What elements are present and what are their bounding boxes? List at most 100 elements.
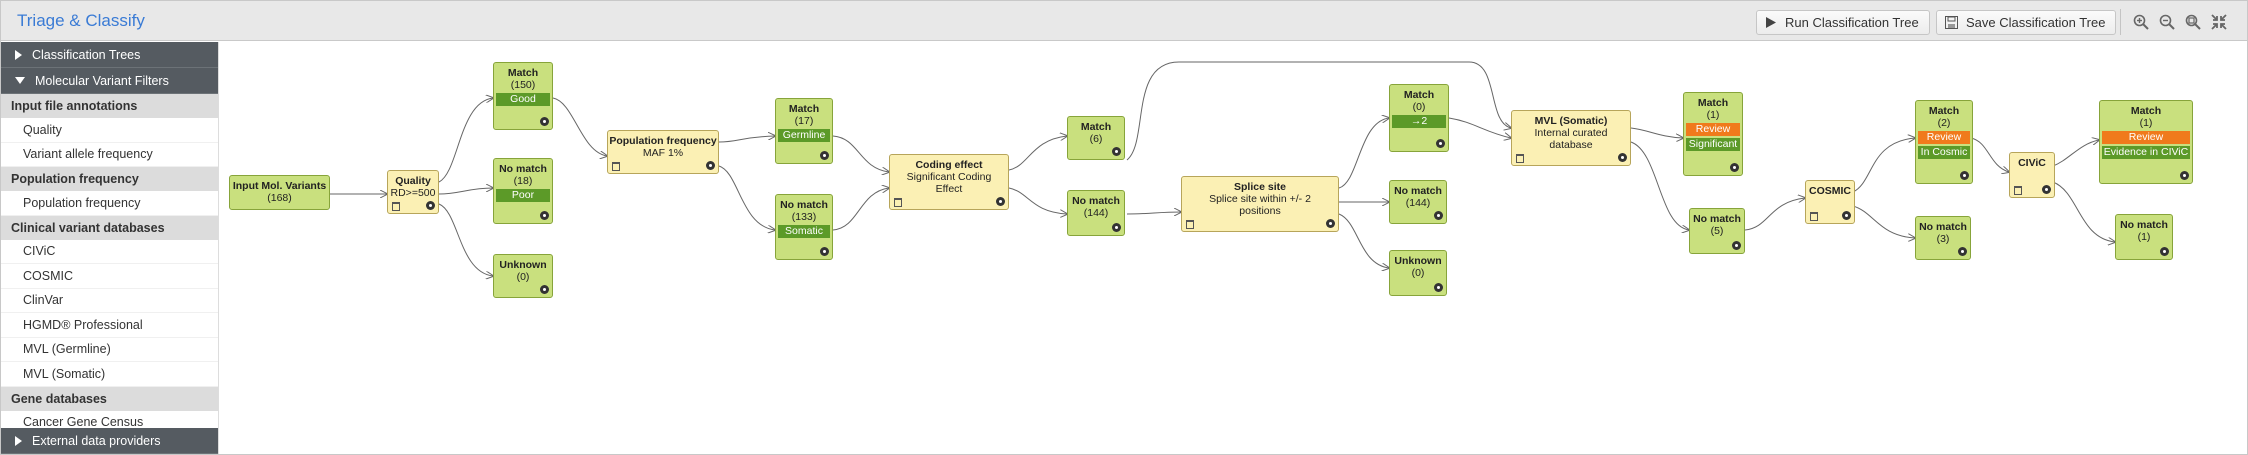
zoom-out-icon[interactable] [2157, 12, 2177, 32]
node-count: (133) [791, 211, 817, 223]
node-count: (0) [1411, 267, 1425, 279]
gear-icon[interactable] [1436, 139, 1445, 148]
edge [2052, 181, 2115, 242]
gear-icon[interactable] [426, 201, 435, 210]
node-coding-effect-filter[interactable]: Coding effect Significant Coding Effect [889, 154, 1009, 210]
gear-icon[interactable] [1960, 171, 1969, 180]
trash-icon[interactable] [1516, 154, 1524, 163]
edge [438, 98, 493, 183]
node-civic-filter[interactable]: CIViC [2009, 152, 2055, 198]
classification-tree-canvas[interactable]: Input Mol. Variants (168) Quality RD>=50… [219, 42, 2247, 454]
sidebar-item-clinvar[interactable]: ClinVar [1, 289, 218, 313]
edge [1338, 213, 1389, 268]
node-population-frequency-filter[interactable]: Population frequency MAF 1% [607, 130, 719, 174]
accordion-external-data-providers[interactable]: External data providers [1, 428, 218, 454]
save-classification-tree-button[interactable]: Save Classification Tree [1936, 10, 2117, 35]
gear-icon[interactable] [820, 151, 829, 160]
gear-icon[interactable] [1434, 211, 1443, 220]
gear-icon[interactable] [1732, 241, 1741, 250]
gear-icon[interactable] [1842, 211, 1851, 220]
node-match-good[interactable]: Match (150) Good [493, 62, 553, 130]
node-match-germline[interactable]: Match (17) Germline [775, 98, 833, 164]
node-nomatch[interactable]: No match (5) [1689, 208, 1745, 254]
sidebar-item-civic[interactable]: CIViC [1, 240, 218, 264]
node-nomatch[interactable]: No match (144) [1389, 180, 1447, 224]
trash-icon[interactable] [1186, 220, 1194, 229]
node-match-evidence-civic[interactable]: Match (1) Review Evidence in CIViC [2099, 100, 2193, 184]
save-classification-tree-label: Save Classification Tree [1966, 15, 2106, 30]
sidebar-item-mvl-somatic[interactable]: MVL (Somatic) [1, 362, 218, 387]
accordion-molecular-variant-filters[interactable]: Molecular Variant Filters [1, 68, 218, 94]
node-title: Unknown [1394, 255, 1442, 267]
node-title: Population frequency [609, 135, 717, 147]
sidebar-item-variant-allele-frequency[interactable]: Variant allele frequency [1, 143, 218, 167]
gear-icon[interactable] [1958, 247, 1967, 256]
gear-icon[interactable] [540, 211, 549, 220]
sidebar-item-cosmic[interactable]: COSMIC [1, 264, 218, 289]
gear-icon[interactable] [1730, 163, 1739, 172]
node-nomatch[interactable]: No match (1) [2115, 214, 2173, 260]
gear-icon[interactable] [1326, 219, 1335, 228]
node-match-significant[interactable]: Match (1) Review Significant [1683, 92, 1743, 176]
trash-icon[interactable] [2014, 186, 2022, 195]
gear-icon[interactable] [1112, 223, 1121, 232]
node-nomatch-somatic[interactable]: No match (133) Somatic [775, 194, 833, 260]
gear-icon[interactable] [1434, 283, 1443, 292]
link-badge: →2 [1392, 115, 1446, 128]
node-condition: MAF 1% [642, 147, 684, 159]
node-input-mol-variants[interactable]: Input Mol. Variants (168) [229, 175, 330, 210]
save-icon [1945, 16, 1958, 29]
node-unknown[interactable]: Unknown (0) [493, 254, 553, 298]
gear-icon[interactable] [2160, 247, 2169, 256]
run-classification-tree-label: Run Classification Tree [1785, 15, 1919, 30]
status-badge: Somatic [778, 225, 830, 238]
gear-icon[interactable] [2042, 185, 2051, 194]
gear-icon[interactable] [2180, 171, 2189, 180]
gear-icon[interactable] [540, 117, 549, 126]
edge [1970, 137, 2009, 172]
trash-icon[interactable] [894, 198, 902, 207]
zoom-in-icon[interactable] [2131, 12, 2151, 32]
gear-icon[interactable] [706, 161, 715, 170]
node-splice-site-filter[interactable]: Splice site Splice site within +/- 2 pos… [1181, 176, 1339, 232]
sidebar-item-population-frequency[interactable]: Population frequency [1, 191, 218, 216]
node-unknown[interactable]: Unknown (0) [1389, 250, 1447, 296]
node-quality-filter[interactable]: Quality RD>=500 [387, 170, 439, 214]
node-count: (0) [1412, 101, 1426, 113]
node-title: Match [1928, 105, 1960, 117]
edge [1338, 118, 1389, 189]
node-nomatch-poor[interactable]: No match (18) Poor [493, 158, 553, 224]
sidebar-item-quality[interactable]: Quality [1, 118, 218, 143]
sidebar-item-hgmd[interactable]: HGMD® Professional [1, 313, 218, 338]
node-match-link[interactable]: Match (0) →2 [1389, 84, 1449, 152]
status-badge: Evidence in CIViC [2102, 146, 2190, 159]
play-icon [1765, 16, 1777, 29]
node-title: Unknown [499, 259, 547, 271]
run-classification-tree-button[interactable]: Run Classification Tree [1756, 10, 1930, 35]
trash-icon[interactable] [392, 202, 400, 211]
edge [832, 188, 889, 231]
node-nomatch[interactable]: No match (3) [1915, 216, 1971, 260]
sidebar-item-mvl-germline[interactable]: MVL (Germline) [1, 338, 218, 362]
gear-icon[interactable] [1112, 147, 1121, 156]
trash-icon[interactable] [1810, 212, 1818, 221]
gear-icon[interactable] [1618, 153, 1627, 162]
node-mvl-somatic-filter[interactable]: MVL (Somatic) Internal curated database [1511, 110, 1631, 166]
gear-icon[interactable] [820, 247, 829, 256]
edge [1744, 198, 1805, 231]
node-match[interactable]: Match (6) [1067, 116, 1125, 160]
accordion-classification-trees[interactable]: Classification Trees [1, 42, 218, 68]
gear-icon[interactable] [540, 285, 549, 294]
node-cosmic-filter[interactable]: COSMIC [1805, 180, 1855, 224]
collapse-icon[interactable] [2209, 12, 2229, 32]
node-title: Match [2130, 105, 2162, 117]
gear-icon[interactable] [996, 197, 1005, 206]
node-count: (6) [1089, 133, 1103, 145]
zoom-fit-icon[interactable] [2183, 12, 2203, 32]
node-nomatch[interactable]: No match (144) [1067, 190, 1125, 236]
edge [2052, 140, 2099, 167]
node-match-in-cosmic[interactable]: Match (2) Review In Cosmic [1915, 100, 1973, 184]
node-title: No match [1072, 195, 1120, 207]
trash-icon[interactable] [612, 162, 620, 171]
